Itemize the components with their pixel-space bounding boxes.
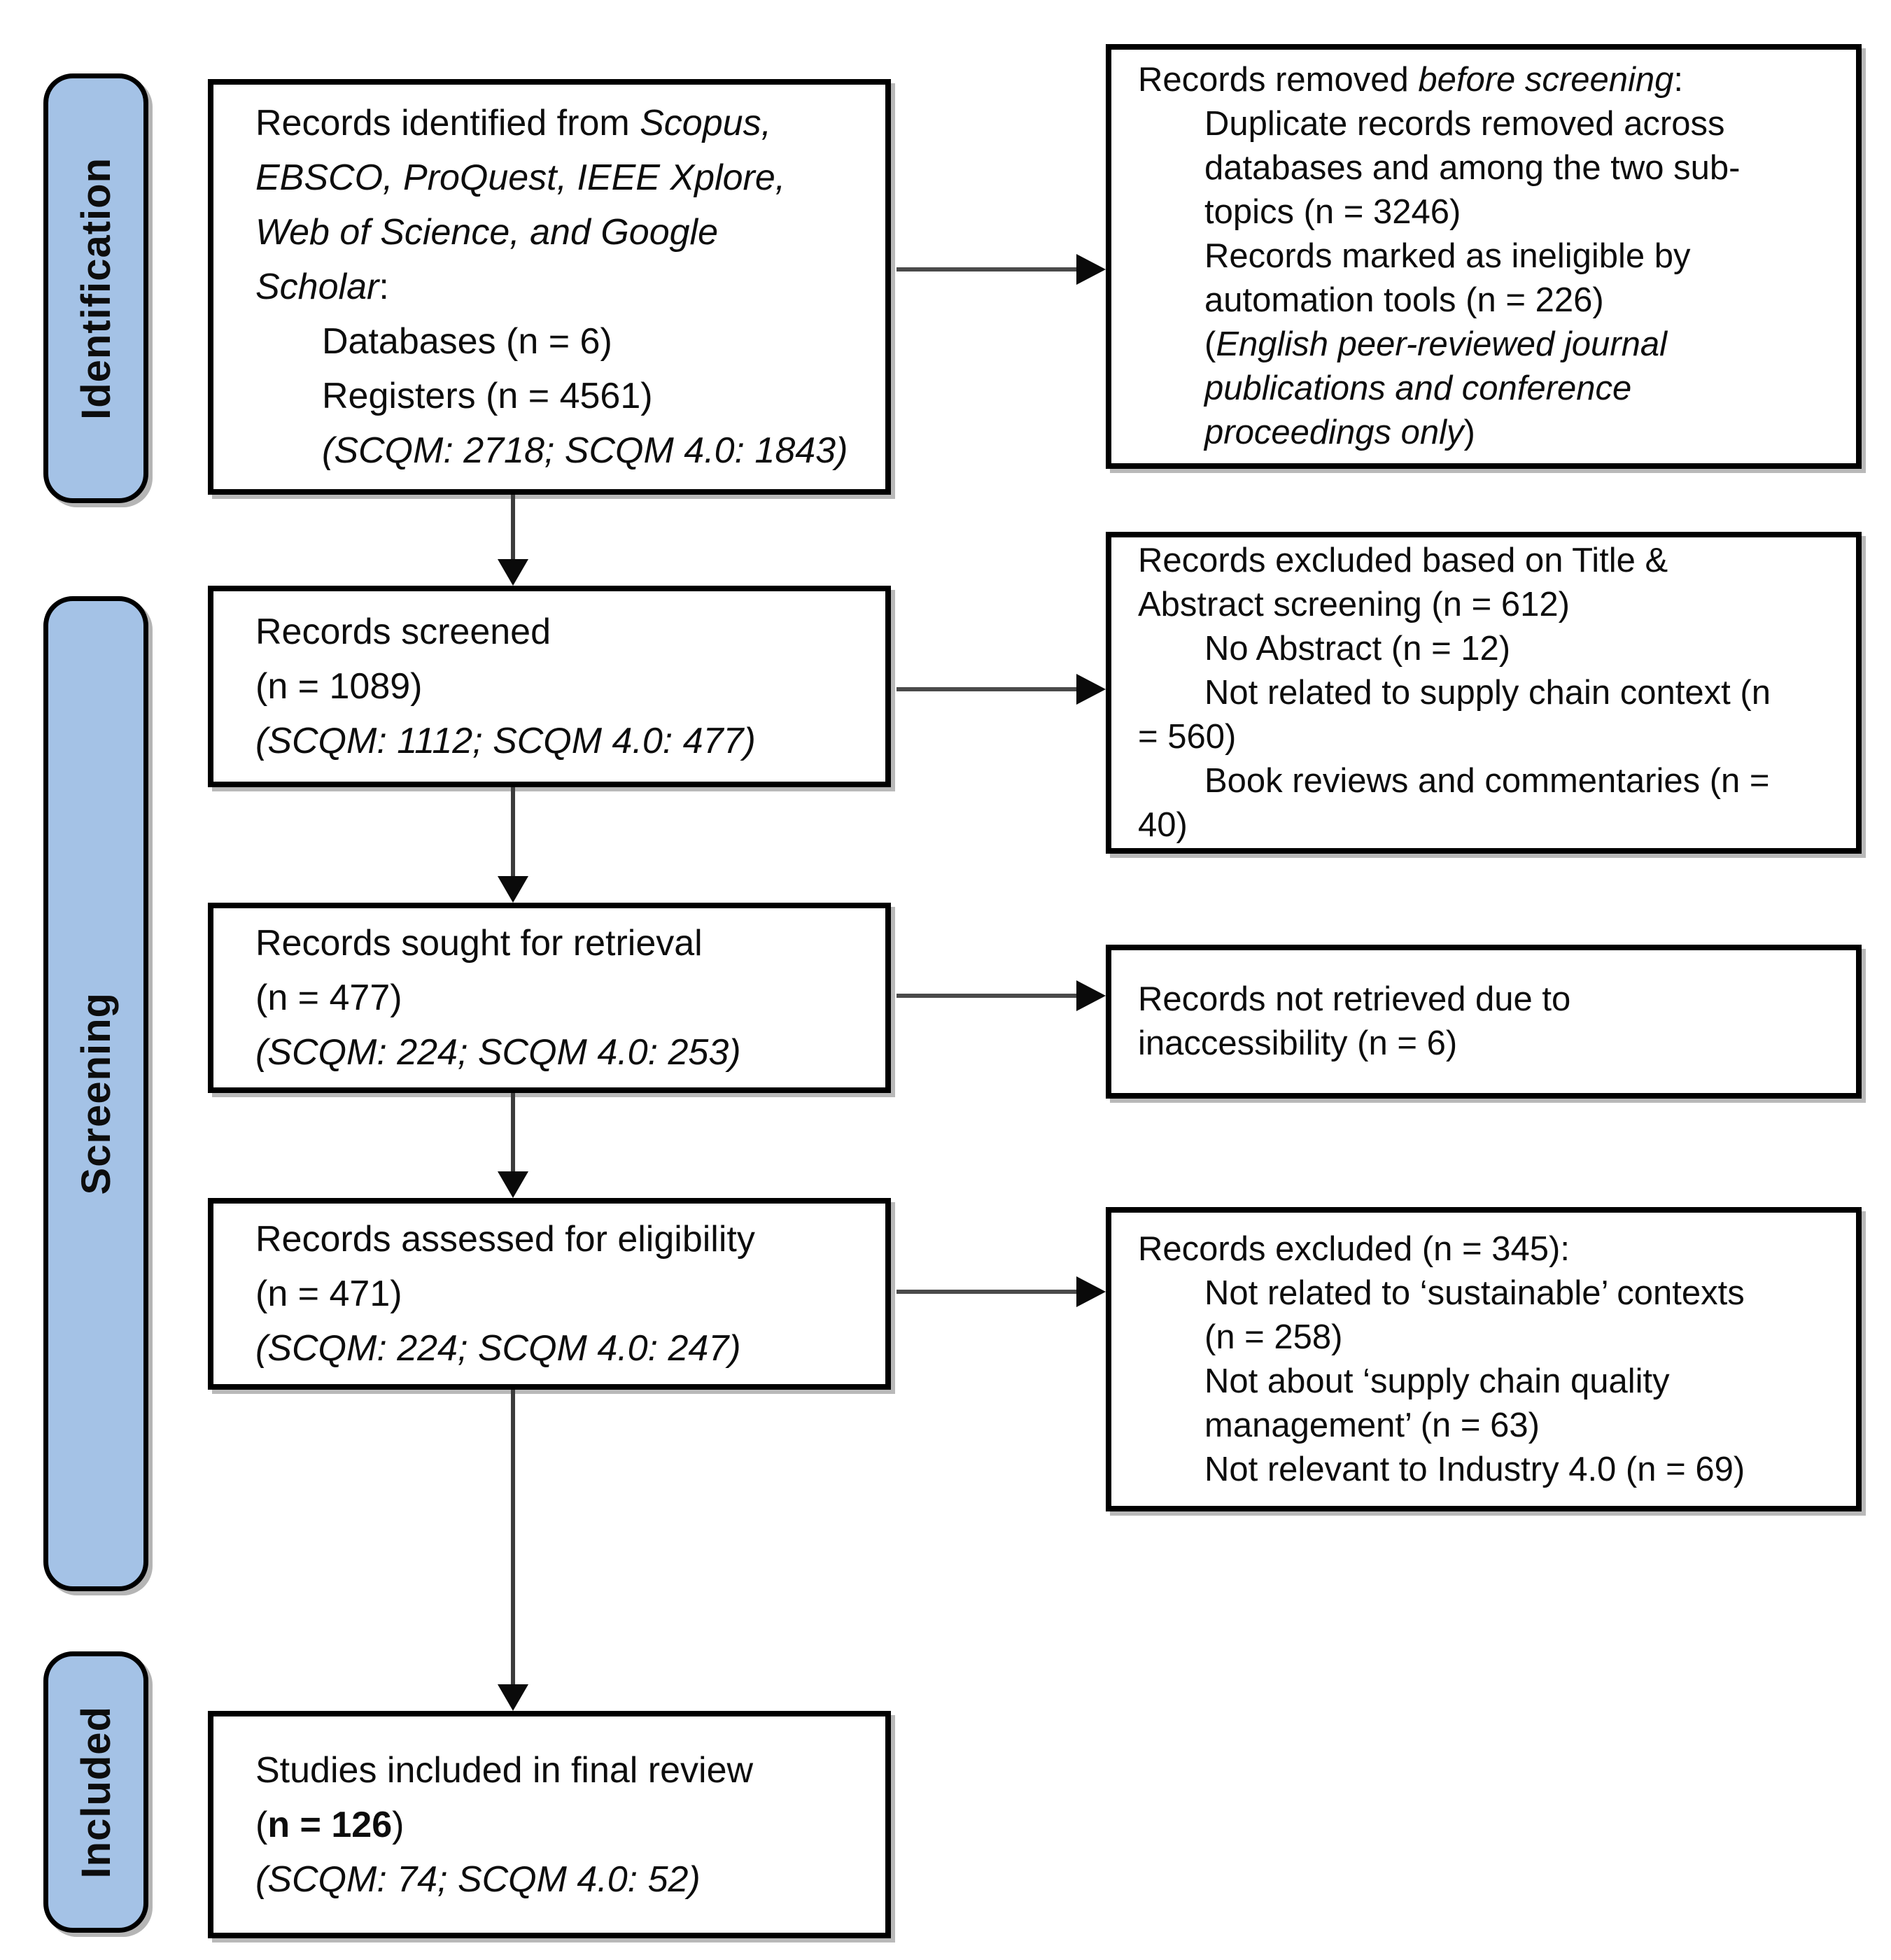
included-line-2-open: ( [255,1804,268,1845]
excluded-ta-item-3-line-2: 40) [1138,805,1188,844]
excluded-ta-item-1: No Abstract (n = 12) [1204,629,1511,668]
stage-bar-screening: Screening [43,596,148,1591]
arrow-identified-to-screened-head-icon [498,559,528,586]
identified-line-3: Web of Science, and Google [255,212,719,253]
box-records-excluded-title-abstract: Records excluded based on Title & Abstra… [1106,532,1862,854]
box-studies-included: Studies included in final review (n = 12… [208,1711,891,1938]
excluded-el-item-1-line-1: Not related to ‘sustainable’ contexts [1204,1274,1745,1312]
removed-note-close: ) [1463,414,1475,451]
identified-line-1-italic: Scopus, [640,103,772,143]
excluded-el-item-2-line-1: Not about ‘supply chain quality [1204,1362,1670,1400]
stage-label-identification: Identification [73,157,119,420]
included-line-2-close: ) [392,1804,405,1845]
removed-note-line-3: proceedings only) [1204,411,1848,455]
removed-item-1-line-2: databases and among the two sub- [1204,149,1741,187]
not-retrieved-line-2: inaccessibility (n = 6) [1138,1024,1458,1062]
identified-line-4: Scholar: [255,260,866,314]
arrow-retrieval-to-eligibility-line [511,1093,515,1173]
excluded-ta-item-2-line-1: Not related to supply chain context (n [1204,673,1771,712]
excluded-el-item-1-line-2: (n = 258) [1204,1318,1343,1356]
not-retrieved-line-1: Records not retrieved due to [1138,980,1571,1018]
removed-line-1: Records removed before screening: [1138,58,1848,102]
arrow-retrieval-to-eligibility-head-icon [498,1171,528,1198]
arrow-identified-to-removed-head-icon [1076,254,1106,285]
removed-item-2-line-2: automation tools (n = 226) [1204,281,1604,319]
identified-line-1: Records identified from Scopus, [255,96,866,150]
arrow-screened-to-excluded-line [897,687,1076,691]
removed-item-1-line-3: topics (n = 3246) [1204,193,1461,231]
included-line-2: (n = 126) [255,1798,866,1852]
arrow-retrieval-to-notretrieved-line [897,994,1076,998]
stage-bar-identification: Identification [43,73,148,503]
identified-line-4-italic: Scholar [255,267,379,307]
stage-bar-included: Included [43,1651,148,1933]
excluded-ta-item-3-line-1: Book reviews and commentaries (n = [1204,761,1770,800]
screened-line-3: (SCQM: 1112; SCQM 4.0: 477) [255,721,756,761]
included-line-3: (SCQM: 74; SCQM 4.0: 52) [255,1859,701,1900]
included-line-2-count: n = 126 [267,1804,393,1845]
included-line-1: Studies included in final review [255,1749,754,1791]
box-records-assessed: Records assessed for eligibility (n = 47… [208,1198,891,1390]
removed-line-1-regular: Records removed [1138,61,1419,99]
arrow-identified-to-screened-line [511,495,515,561]
arrow-eligibility-to-included-line [511,1390,515,1686]
removed-line-1-colon: : [1673,61,1683,99]
eligibility-line-1: Records assessed for eligibility [255,1219,755,1260]
box-records-removed-before-screening: Records removed before screening: Duplic… [1106,44,1862,469]
retrieval-line-3: (SCQM: 224; SCQM 4.0: 253) [255,1032,741,1073]
identified-item-databases: Databases (n = 6) [322,321,612,362]
removed-note-line-1: (English peer-reviewed journal [1204,323,1848,367]
removed-item-1-line-1: Duplicate records removed across [1204,105,1725,143]
screened-line-1: Records screened [255,612,551,652]
identified-item-registers: Registers (n = 4561) [322,376,653,416]
retrieval-line-2: (n = 477) [255,978,402,1018]
excluded-ta-item-2-line-2: = 560) [1138,717,1237,756]
stage-label-included: Included [73,1705,119,1879]
arrow-screened-to-excluded-head-icon [1076,674,1106,705]
removed-note-line-3-italic: proceedings only [1204,414,1464,451]
identified-line-1-regular: Records identified from [255,103,640,143]
excluded-el-line-1: Records excluded (n = 345): [1138,1229,1570,1268]
arrow-eligibility-to-excluded-head-icon [1076,1276,1106,1307]
excluded-el-item-2-line-2: management’ (n = 63) [1204,1406,1540,1444]
box-records-screened: Records screened (n = 1089) (SCQM: 1112;… [208,586,891,787]
identified-line-4-colon: : [379,267,389,307]
box-records-not-retrieved: Records not retrieved due to inaccessibi… [1106,945,1862,1099]
excluded-ta-line-2: Abstract screening (n = 612) [1138,585,1570,623]
identified-line-2: EBSCO, ProQuest, IEEE Xplore, [255,157,786,198]
eligibility-line-3: (SCQM: 224; SCQM 4.0: 247) [255,1328,741,1369]
removed-note-line-1-italic: English peer-reviewed journal [1216,325,1667,363]
retrieval-line-1: Records sought for retrieval [255,923,703,964]
arrow-screened-to-retrieval-line [511,787,515,878]
box-records-identified: Records identified from Scopus, EBSCO, P… [208,79,891,495]
stage-label-screening: Screening [73,992,119,1195]
removed-note-line-2: publications and conference [1204,369,1632,407]
arrow-eligibility-to-excluded-line [897,1290,1076,1294]
excluded-el-item-3: Not relevant to Industry 4.0 (n = 69) [1204,1450,1745,1488]
identified-item-scqm: (SCQM: 2718; SCQM 4.0: 1843) [322,430,848,471]
box-records-excluded-eligibility: Records excluded (n = 345): Not related … [1106,1207,1862,1511]
arrow-screened-to-retrieval-head-icon [498,876,528,903]
arrow-retrieval-to-notretrieved-head-icon [1076,980,1106,1011]
removed-note-open: ( [1204,325,1216,363]
removed-item-2-line-1: Records marked as ineligible by [1204,237,1691,275]
arrow-eligibility-to-included-head-icon [498,1684,528,1711]
arrow-identified-to-removed-line [897,267,1076,272]
box-records-sought: Records sought for retrieval (n = 477) (… [208,903,891,1093]
eligibility-line-2: (n = 471) [255,1274,402,1314]
removed-line-1-italic: before screening [1418,61,1674,99]
excluded-ta-line-1: Records excluded based on Title & [1138,541,1668,579]
screened-line-2: (n = 1089) [255,666,423,707]
